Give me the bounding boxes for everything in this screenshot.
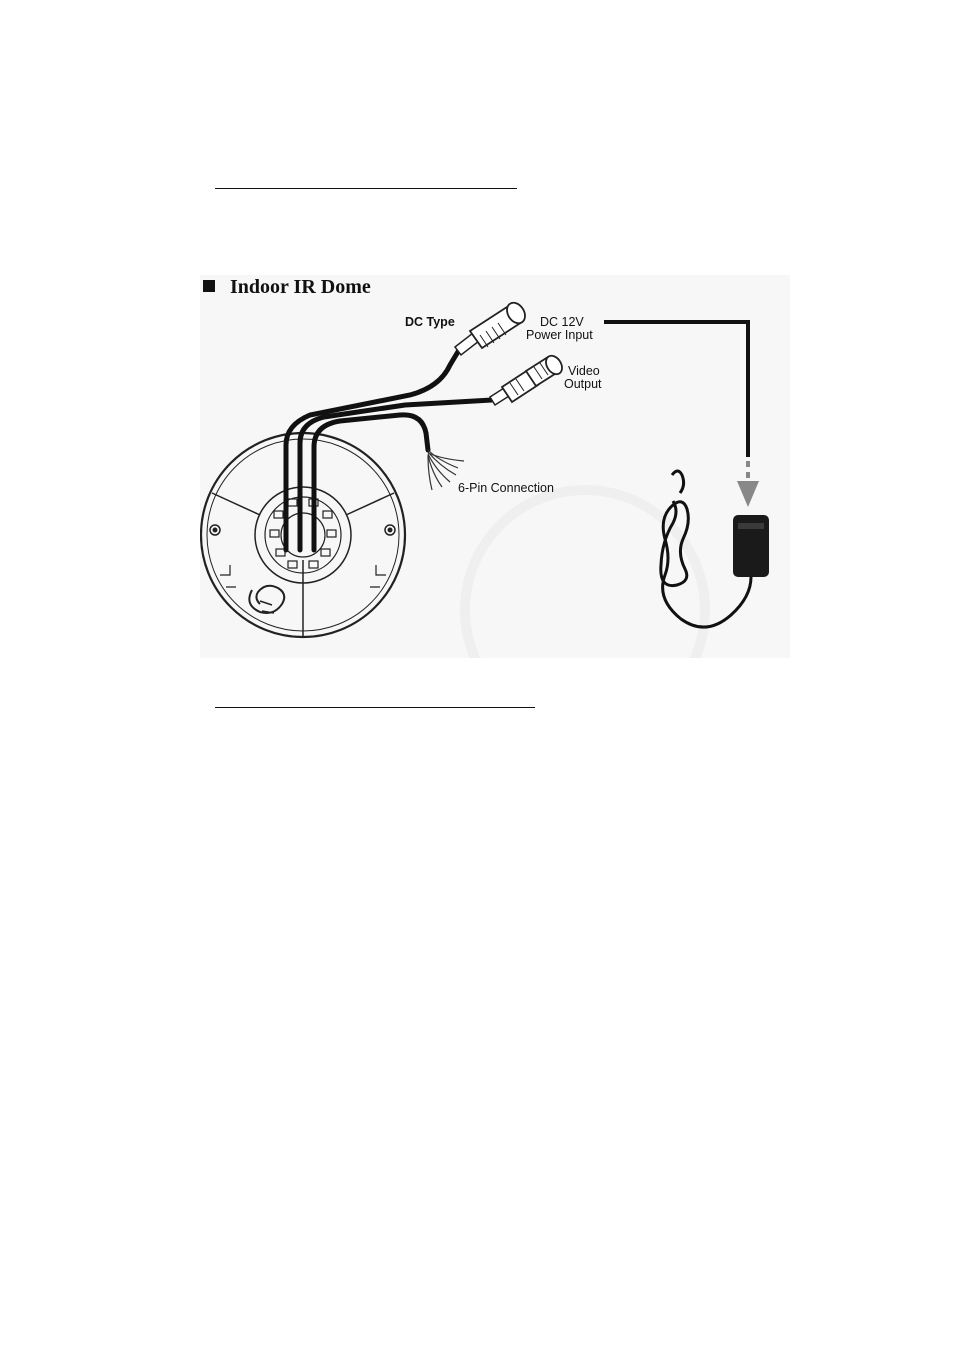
label-video: Video — [568, 364, 600, 378]
label-dc-type: DC Type — [405, 315, 455, 329]
label-dc-12v: DC 12V — [540, 315, 584, 329]
diagram-title: Indoor IR Dome — [230, 276, 371, 298]
label-power-input: Power Input — [526, 328, 593, 342]
title-square-bullet-icon — [203, 280, 215, 292]
wiring-diagram: Indoor IR Dome — [200, 275, 790, 658]
label-six-pin-connection: 6-Pin Connection — [458, 481, 554, 495]
bottom-divider-line — [215, 707, 535, 708]
label-output: Output — [564, 377, 602, 391]
top-divider-line — [215, 188, 517, 189]
